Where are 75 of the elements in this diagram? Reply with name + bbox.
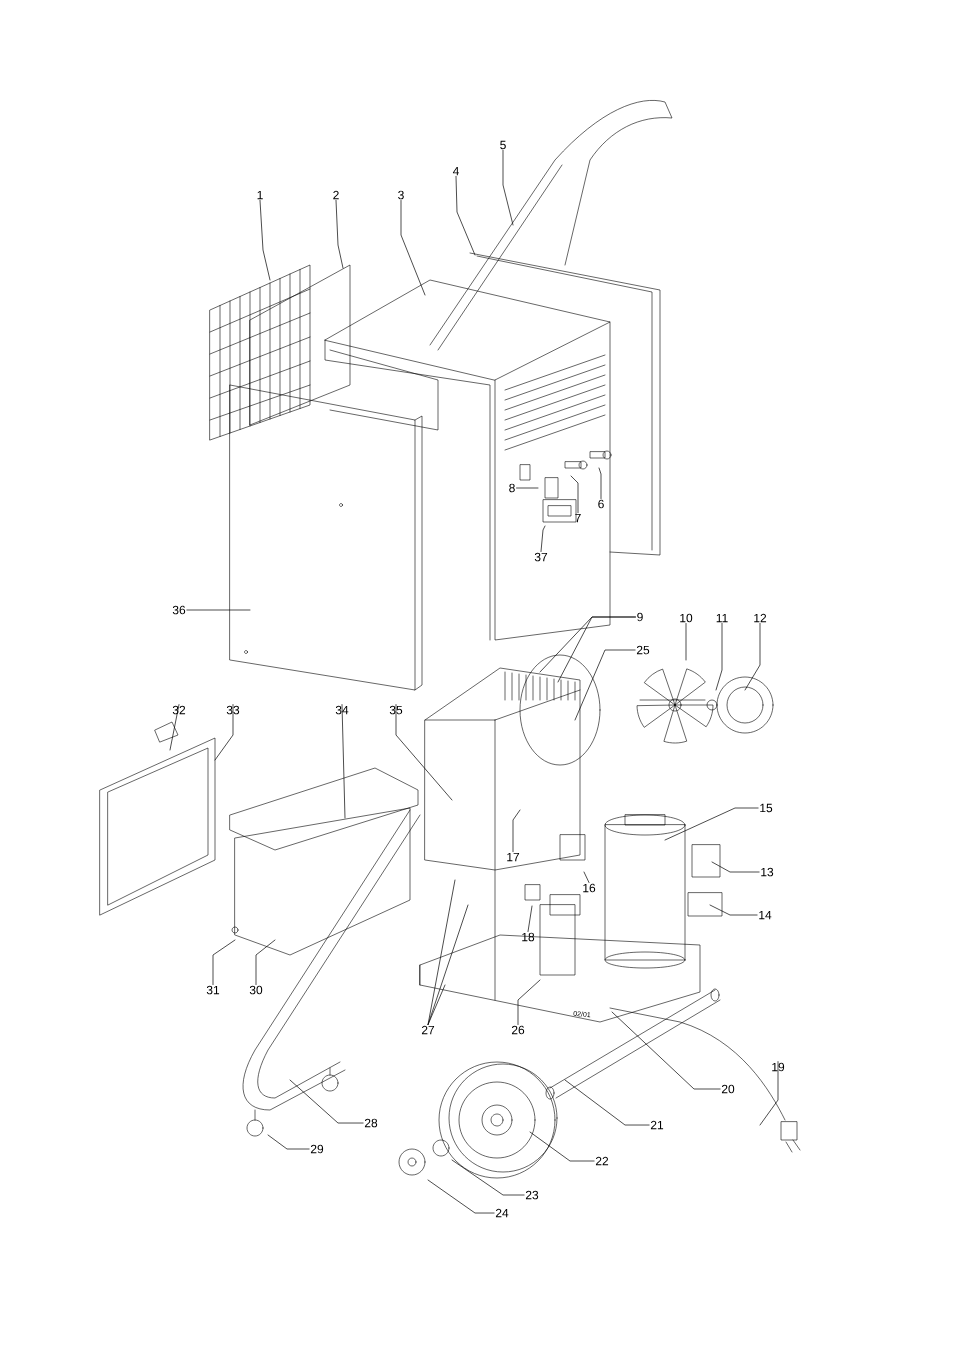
leader-line [516, 487, 539, 489]
leader-line [611, 1011, 721, 1090]
callout-number: 24 [495, 1208, 509, 1218]
callout-number: 6 [598, 499, 604, 509]
leader-line [512, 809, 521, 853]
leader-line [540, 525, 546, 552]
callout-number: 19 [772, 1062, 785, 1072]
callout-number: 13 [761, 867, 774, 877]
leader-line [517, 979, 541, 1025]
leader-line [527, 905, 533, 932]
leader-line [267, 1134, 310, 1150]
leader-line [427, 984, 446, 1025]
leader-line [400, 200, 426, 296]
callout-number: 9 [637, 612, 643, 622]
callout-number: 4 [452, 166, 459, 176]
callout-number: 35 [389, 705, 403, 715]
leader-line [427, 904, 469, 1025]
leader-line [529, 1131, 595, 1162]
callout-number: 36 [172, 605, 186, 615]
leader-line [709, 904, 758, 916]
callout-number: 12 [754, 613, 767, 623]
leader-line [502, 150, 514, 226]
leader-line [685, 623, 687, 661]
callout-number: 26 [511, 1025, 525, 1035]
callout-number: 32 [172, 705, 186, 715]
callout-number: 18 [522, 932, 535, 942]
callout-number: 21 [650, 1120, 664, 1130]
callout-number: 31 [206, 985, 220, 995]
callout-number: 37 [534, 552, 548, 562]
leader-line [564, 1079, 650, 1126]
leader-line [570, 475, 579, 514]
leader-line [759, 1061, 779, 1126]
callout-number: 22 [595, 1156, 609, 1166]
leader-line [583, 871, 590, 883]
callout-number: 16 [583, 883, 596, 893]
leader-line [395, 704, 453, 801]
leader-line [289, 1079, 364, 1124]
leader-line [455, 176, 476, 256]
leader-line [341, 704, 346, 819]
callout-number: 34 [335, 705, 349, 715]
callout-number: 25 [636, 645, 650, 655]
callout-number: 7 [575, 513, 581, 523]
callout-number: 2 [333, 190, 339, 200]
callout-number: 15 [760, 803, 773, 813]
leader-line [451, 1159, 525, 1196]
callout-number: 20 [721, 1084, 735, 1094]
leader-line [186, 609, 251, 611]
callout-number: 3 [398, 190, 404, 200]
callout-number: 33 [226, 705, 240, 715]
leader-line [711, 861, 760, 873]
callout-number: 29 [310, 1144, 324, 1154]
callout-number: 11 [716, 613, 728, 623]
leader-line [574, 649, 636, 721]
leader-line [598, 467, 602, 499]
callout-number: 1 [257, 190, 263, 200]
leader-line [255, 939, 276, 985]
leader-line [214, 704, 234, 761]
leader-line [427, 1179, 495, 1214]
callout-number: 5 [500, 140, 506, 150]
callout-number: 27 [421, 1025, 435, 1035]
leader-line [557, 616, 636, 683]
leader-line [335, 200, 344, 269]
callout-number: 23 [525, 1190, 539, 1200]
callout-number: 10 [680, 613, 693, 623]
leader-line [664, 807, 759, 841]
leader-line [169, 704, 180, 751]
callout-number: 30 [249, 985, 263, 995]
callout-number: 17 [507, 852, 520, 862]
leader-line [259, 200, 271, 281]
leader-line [744, 623, 761, 691]
callout-number: 14 [759, 910, 772, 920]
callout-number: 8 [509, 483, 515, 493]
leader-line [715, 623, 723, 691]
leader-line [212, 939, 236, 985]
callout-number: 28 [364, 1118, 378, 1128]
